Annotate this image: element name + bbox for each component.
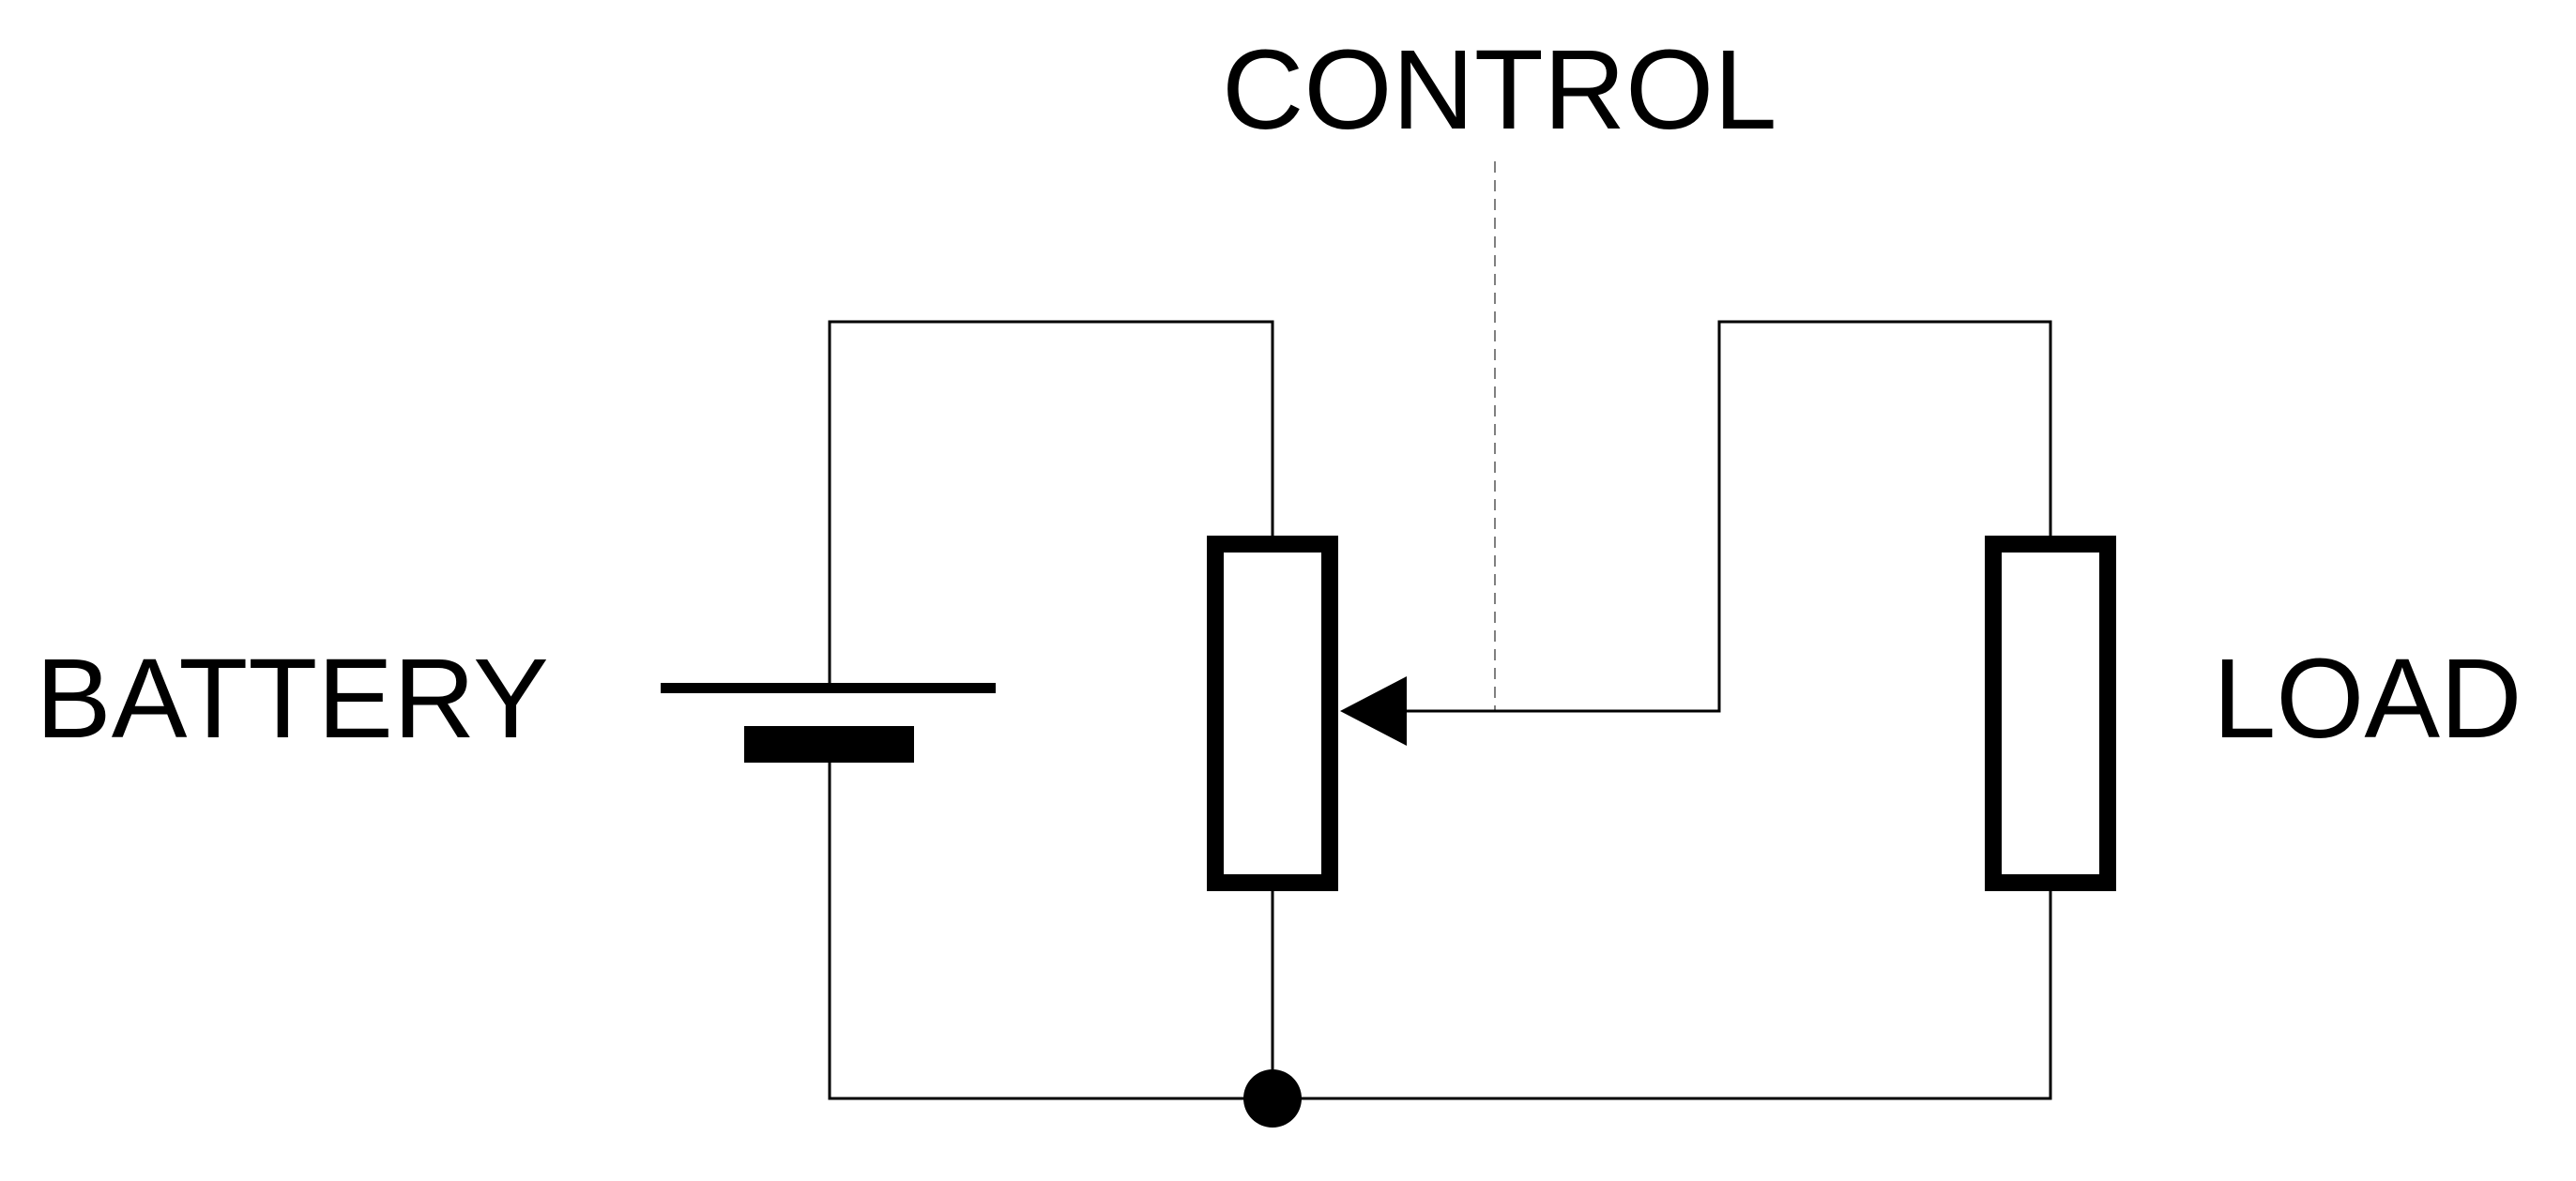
potentiometer-symbol <box>1207 536 1407 891</box>
battery-positive-plate <box>661 683 996 693</box>
control-label: CONTROL <box>1222 25 1777 153</box>
wire-battery-top-to-pot <box>828 320 1274 684</box>
wire-battery-bottom-return <box>828 761 2052 1100</box>
battery-negative-plate <box>744 726 914 763</box>
potentiometer-body <box>1207 536 1338 891</box>
load-resistor <box>1985 536 2116 891</box>
load-label: LOAD <box>2213 634 2523 762</box>
battery-symbol <box>661 683 996 763</box>
wire-wiper-to-load <box>1403 320 2052 713</box>
junction-node <box>1243 1069 1302 1128</box>
battery-label: BATTERY <box>36 634 549 762</box>
potentiometer-wiper-arrow <box>1340 676 1407 746</box>
